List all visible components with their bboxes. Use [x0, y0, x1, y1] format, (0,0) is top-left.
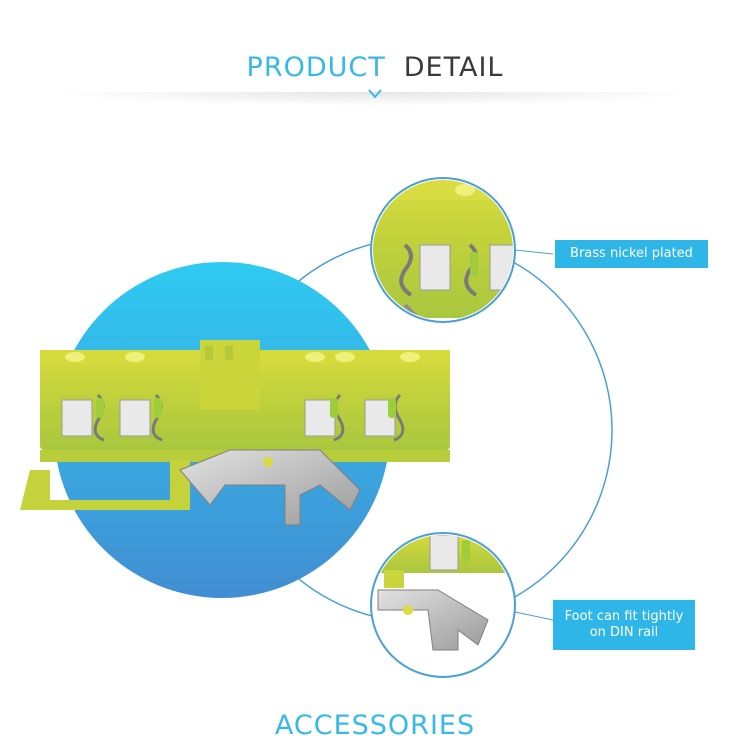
title-word-product: PRODUCT — [246, 52, 386, 83]
callout-leader-bottom — [514, 611, 554, 621]
callout-leader-top — [514, 249, 554, 255]
terminal-block — [20, 340, 450, 526]
callout-bottom-text-line2: on DIN rail — [589, 625, 659, 640]
header-divider-shadow — [40, 92, 710, 106]
callout-top-text: Brass nickel plated — [570, 246, 693, 261]
title-word-detail: DETAIL — [403, 52, 504, 83]
zoom-detail-foot — [370, 532, 516, 678]
page-title: PRODUCT DETAIL — [0, 52, 750, 83]
chevron-down-icon — [368, 89, 382, 99]
callout-bottom-text-line1: Foot can fit tightly — [564, 609, 684, 624]
callout-foot-din-rail: Foot can fit tightly on DIN rail — [553, 600, 695, 650]
accessories-heading: ACCESSORIES — [274, 710, 476, 741]
zoom-detail-contacts — [370, 177, 516, 323]
callout-brass-nickel-plated: Brass nickel plated — [555, 240, 708, 268]
section-header: PRODUCT DETAIL — [0, 0, 750, 110]
